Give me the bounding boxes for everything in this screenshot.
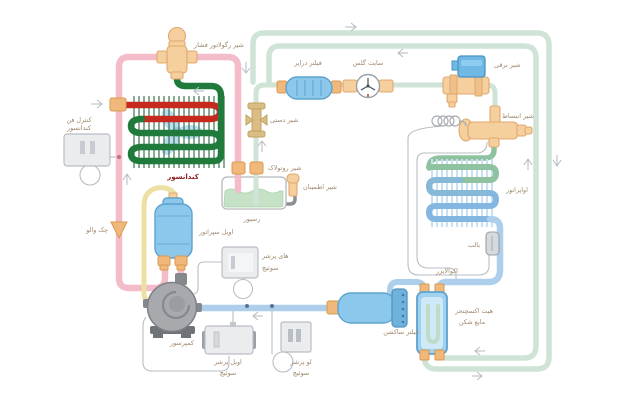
evaporator-coil-blue xyxy=(425,190,500,222)
safety-valve-label: شیر اطمینان xyxy=(303,183,337,191)
rotolock-fitting-left xyxy=(231,161,246,175)
oil-separator-label: اویل سپراتور xyxy=(198,228,233,236)
solenoid-valve-label: شیر برقی xyxy=(494,61,521,69)
rotolock-valve-label: شیر روتولاک xyxy=(268,164,301,172)
pressure-regulator-valve-label: شیر رگولاتور فشار xyxy=(193,41,244,49)
manual-valve-label: شیر دستی xyxy=(270,116,298,124)
condenser-inlet-fitting xyxy=(109,97,127,112)
low-pressure-switch xyxy=(272,321,312,373)
receiver-label: رسیور xyxy=(243,215,261,223)
bulb-capillary-line xyxy=(407,125,490,276)
hp-switch-label-line1: های پرشر xyxy=(261,252,289,260)
solenoid-valve xyxy=(442,55,490,108)
high-pressure-switch xyxy=(221,246,259,300)
compressor-label: کمپرسور xyxy=(169,339,195,347)
lp-switch-label-line2: سوئیچ xyxy=(293,369,310,377)
evaporator-coil-mid xyxy=(425,177,492,196)
hp-switch-label-line2: سوئیچ xyxy=(262,264,279,272)
check-valve-label: چک والو xyxy=(85,226,108,234)
oil-switch-wire-loop xyxy=(142,316,230,372)
suction-tap-dot-2 xyxy=(270,304,274,308)
lp-switch-label-line1: لو پرشر xyxy=(289,358,312,366)
oil-switch-label-line1: اویل پرشر xyxy=(213,358,242,366)
expansion-valve xyxy=(431,105,533,148)
oil-return-pipe xyxy=(141,185,179,307)
suction-filter-label: فیلتر ساکشن xyxy=(383,328,419,336)
compressor xyxy=(143,273,202,338)
pressure-regulator-valve xyxy=(156,26,198,80)
manual-valve xyxy=(245,102,268,138)
equalizer-line xyxy=(416,141,488,279)
suction-tap-dot-1 xyxy=(245,304,249,308)
bulb-label: بالب xyxy=(468,241,480,249)
condenser-fan-control xyxy=(63,133,121,186)
fan-control-label-line2: کندانسور xyxy=(66,124,92,132)
sight-glass-label: سایت گلس xyxy=(353,59,384,67)
liquid-loop-outer-pipe xyxy=(250,30,552,372)
oil-switch-label-line2: سوئیچ xyxy=(220,369,237,377)
condenser-label: کندانسور xyxy=(166,173,199,181)
check-valve xyxy=(110,221,128,240)
fan-control-label-line1: کنترل فن xyxy=(66,116,92,124)
oil-separator xyxy=(154,192,193,271)
filter-dryer xyxy=(276,76,342,100)
expansion-valve-label: شیر انبساط xyxy=(502,112,534,120)
heat-exchanger xyxy=(416,283,448,361)
txv-capillary-coil xyxy=(431,115,467,127)
evaporator-label: اواپراتور xyxy=(505,186,528,194)
filter-dryer-label: فیلتر درایر xyxy=(293,59,322,67)
txv-to-evaporator-pipe xyxy=(426,143,497,171)
flow-arrows xyxy=(91,22,562,381)
suction-filter xyxy=(326,288,408,328)
heat-exchanger-label-line1: هیت اکسچنجر xyxy=(454,307,493,315)
hp-switch-wire xyxy=(193,261,222,295)
condenser-coil-green xyxy=(127,68,225,165)
rotolock-fitting-right xyxy=(249,161,264,175)
heat-exchanger-label-line2: مایع شکن xyxy=(459,318,485,326)
sight-glass xyxy=(342,73,394,99)
evaporator-coil-green xyxy=(426,164,500,183)
equalizer-label: اکوالایزر xyxy=(435,267,458,275)
receiver-tank xyxy=(221,173,300,210)
safety-valve xyxy=(286,173,300,197)
oil-pressure-switch xyxy=(202,322,256,355)
